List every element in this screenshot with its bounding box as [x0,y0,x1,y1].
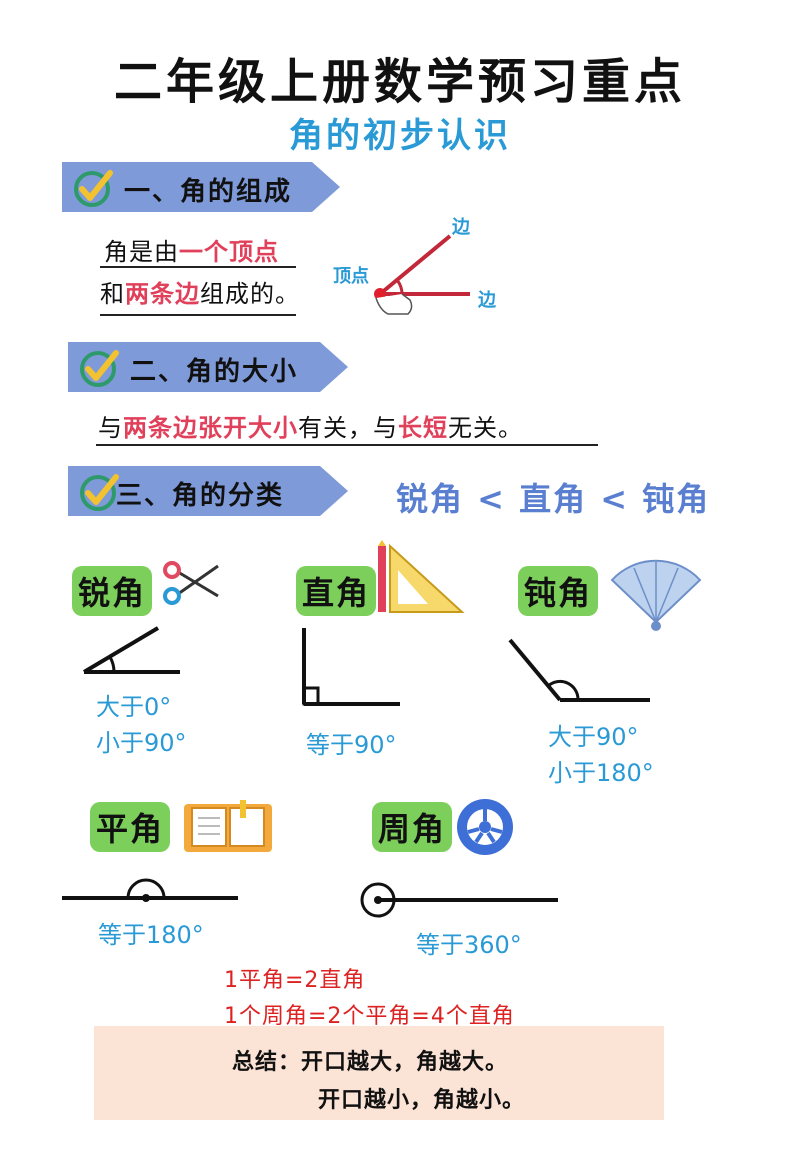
summary-line-2: 开口越小，角越小。 [318,1088,526,1113]
section2-text: 与两条边张开大小有关，与长短无关。 [98,414,523,442]
edge-label-bottom: 边 [478,290,496,311]
obtuse-angle-diagram [508,638,650,702]
fan-icon [610,559,702,631]
acute-tag: 锐角 [72,566,153,616]
divider [100,314,296,316]
scissors-icon [163,561,219,605]
section1-line2: 和两条边组成的。 [100,280,300,308]
section1-line1: 角是由一个顶点 [104,238,279,266]
acute-angle-diagram [82,626,180,674]
obtuse-tag: 钝角 [518,566,599,616]
acute-desc-2: 小于90° [96,729,187,757]
section3-banner: 三、角的分类 [68,466,350,516]
check-icon [80,350,119,387]
section2-heading: 二、角的大小 [130,357,299,387]
summary-box: 总结：开口越大，角越大。 开口越小，角越小。 [94,1026,664,1120]
section1-banner: 一、角的组成 [62,162,342,212]
check-icon [80,474,119,511]
wheel-icon [457,799,513,855]
book-icon [184,800,272,852]
acute-desc-1: 大于0° [96,693,172,721]
angle-composition-diagram [374,234,470,315]
full-tag: 周角 [372,802,453,852]
right-desc-1: 等于90° [306,731,397,759]
right-angle-diagram [302,628,400,706]
divider [96,444,598,446]
straight-desc-1: 等于180° [98,921,204,949]
formula-2: 1个周角=2个平角=4个直角 [224,1004,515,1029]
check-icon [74,170,113,207]
obtuse-desc-2: 小于180° [548,759,654,787]
full-angle-diagram [360,882,558,918]
angle-order: 锐角 < 直角 < 钝角 [396,480,711,518]
section1-heading: 一、角的组成 [124,177,293,207]
triangle-ruler-icon [378,540,465,613]
vertex-label: 顶点 [333,266,369,287]
full-desc-1: 等于360° [416,931,522,959]
edge-label-top: 边 [452,217,470,238]
obtuse-desc-1: 大于90° [548,723,639,751]
divider [100,266,296,268]
formula-1: 1平角=2直角 [224,968,366,993]
straight-tag: 平角 [90,802,171,852]
section2-banner: 二、角的大小 [68,342,350,392]
section3-heading: 三、角的分类 [116,481,285,511]
summary-line-1: 总结：开口越大，角越大。 [232,1050,509,1075]
page-title: 二年级上册数学预习重点 [113,54,686,110]
page-subtitle: 角的初步认识 [289,116,511,156]
right-tag: 直角 [296,566,377,616]
straight-angle-diagram [62,878,238,902]
